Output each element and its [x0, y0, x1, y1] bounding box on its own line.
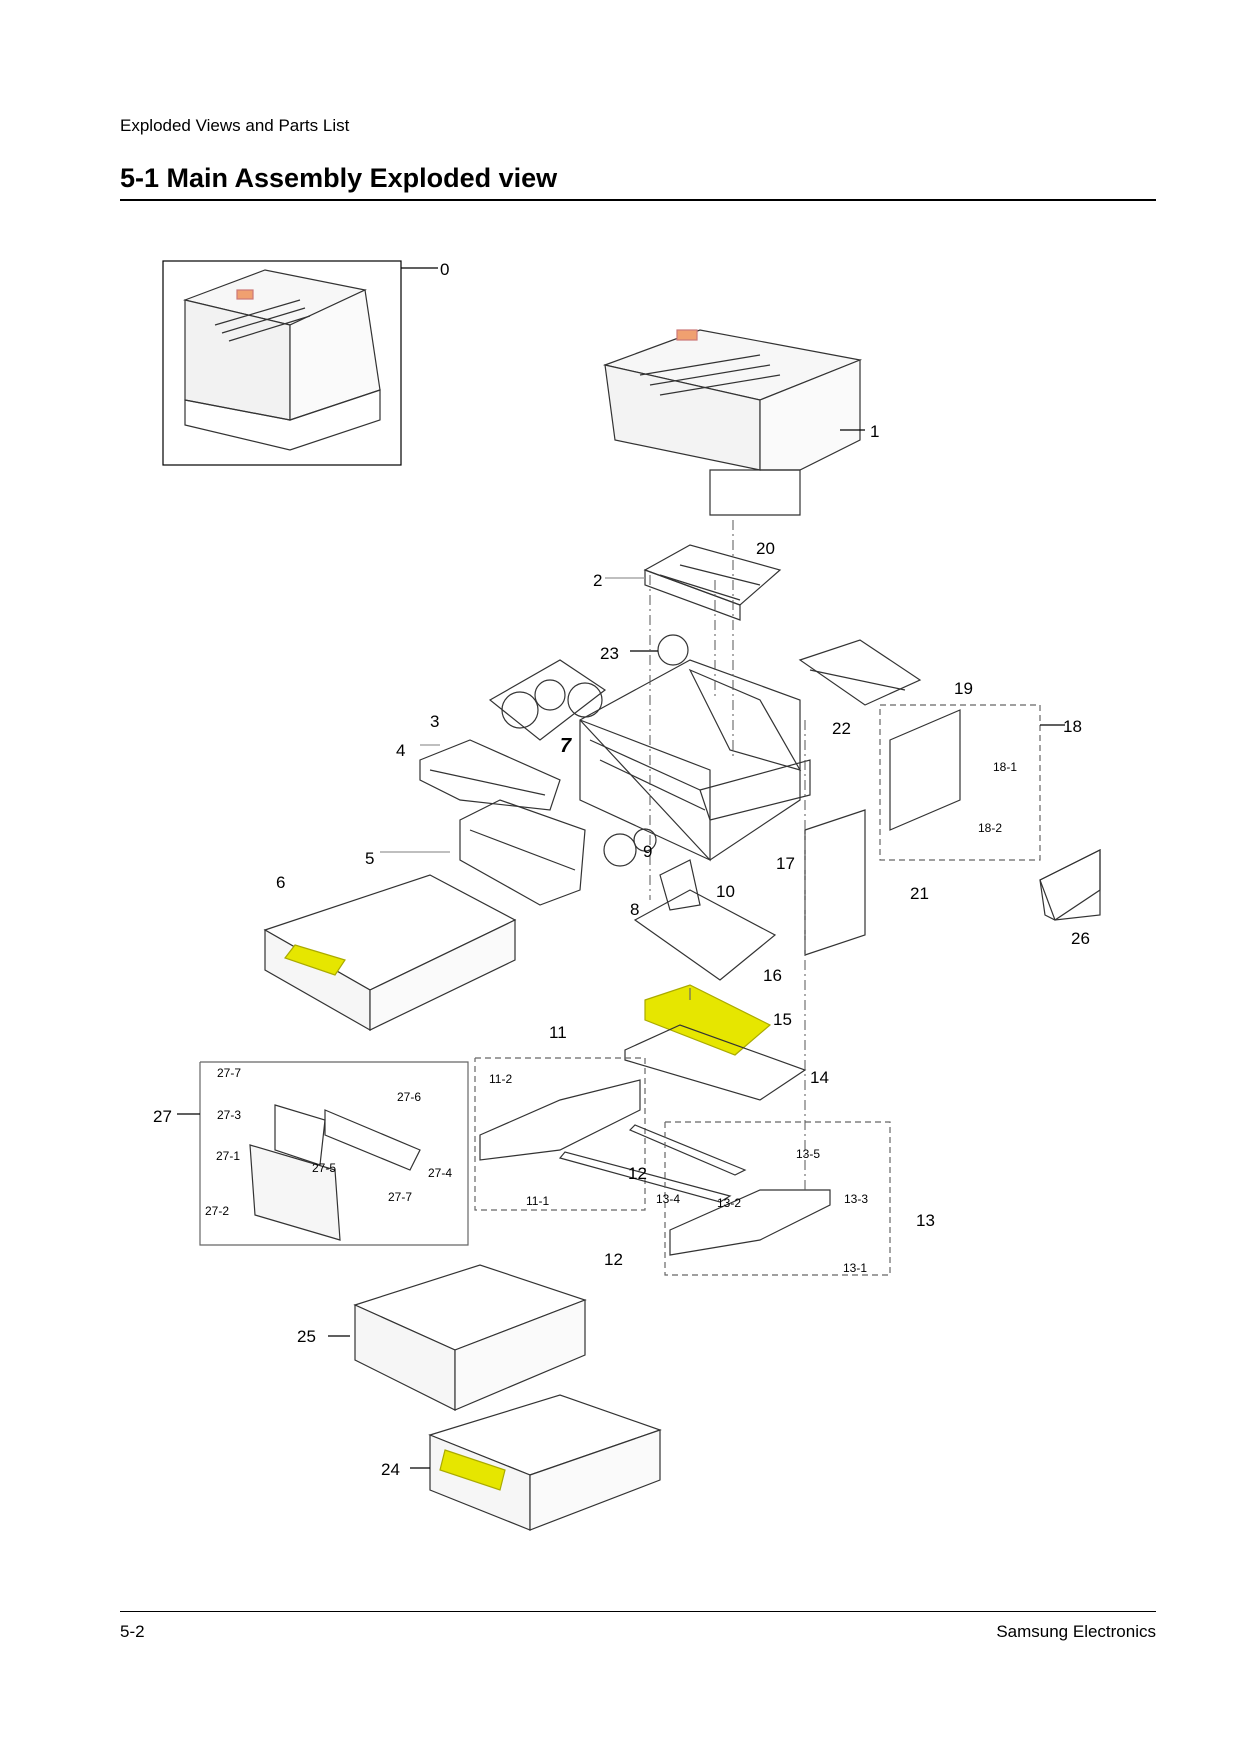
rear-frame-part — [643, 544, 782, 621]
callout-12-lower: 12 — [604, 1250, 623, 1269]
callout-14: 14 — [810, 1068, 829, 1087]
part-24-cassette — [428, 1394, 662, 1531]
callout-6: 6 — [276, 873, 285, 892]
part-27-group — [199, 1061, 469, 1246]
callout-27-3: 27-3 — [217, 1108, 241, 1122]
page-title: 5-1 Main Assembly Exploded view — [120, 163, 558, 193]
callout-18-2: 18-2 — [978, 821, 1002, 835]
section-header: Exploded Views and Parts List — [120, 116, 350, 135]
footer-company: Samsung Electronics — [996, 1622, 1156, 1641]
part-15-highlighted-sheet — [644, 984, 772, 1056]
callout-22: 22 — [832, 719, 851, 738]
callout-13-5: 13-5 — [796, 1147, 820, 1161]
callout-16: 16 — [763, 966, 782, 985]
part-17-shape — [699, 759, 811, 821]
callout-3: 3 — [430, 712, 439, 731]
callout-27-1: 27-1 — [216, 1149, 240, 1163]
callout-10: 10 — [716, 882, 735, 901]
callout-21: 21 — [910, 884, 929, 903]
callout-4: 4 — [396, 741, 405, 760]
fuser-unit-part — [798, 639, 922, 706]
callout-13-4: 13-4 — [656, 1192, 680, 1206]
callout-25: 25 — [297, 1327, 316, 1346]
drive-assembly-part — [488, 659, 607, 741]
callout-13-2: 13-2 — [717, 1196, 741, 1210]
callout-27-6: 27-6 — [397, 1090, 421, 1104]
callout-15: 15 — [773, 1010, 792, 1029]
callout-17: 17 — [776, 854, 795, 873]
callout-13: 13 — [916, 1211, 935, 1230]
callout-0: 0 — [440, 260, 449, 279]
part-11-group — [474, 1057, 646, 1211]
callout-13-1: 13-1 — [843, 1261, 867, 1275]
callout-27-4: 27-4 — [428, 1166, 452, 1180]
callout-19: 19 — [954, 679, 973, 698]
callout-1: 1 — [870, 422, 879, 441]
callout-12-upper: 12 — [628, 1164, 647, 1183]
title-underline — [120, 199, 1156, 201]
callout-18: 18 — [1063, 717, 1082, 736]
callout-11-2: 11-2 — [489, 1072, 512, 1086]
callout-23: 23 — [600, 644, 619, 663]
part-5-shape — [459, 799, 586, 906]
footer-rule — [120, 1611, 1156, 1612]
callout-11-1: 11-1 — [526, 1194, 549, 1208]
callout-2: 2 — [593, 571, 602, 590]
main-frame-part — [579, 659, 802, 862]
callout-8: 8 — [630, 900, 639, 919]
parts-8-9-10-shapes — [603, 828, 701, 911]
callout-7: 7 — [560, 735, 572, 757]
page-number: 5-2 — [120, 1622, 145, 1641]
part-12-rail-upper — [628, 1124, 747, 1176]
laser-unit-part — [419, 739, 561, 811]
part-16-board — [633, 889, 777, 981]
callout-5: 5 — [365, 849, 374, 868]
callout-13-3: 13-3 — [844, 1192, 868, 1206]
callout-26: 26 — [1071, 929, 1090, 948]
callout-18-1: 18-1 — [993, 760, 1017, 774]
callout-27-2: 27-2 — [205, 1204, 229, 1218]
callout-9: 9 — [643, 842, 652, 861]
callout-27-7-top: 27-7 — [217, 1066, 241, 1080]
part-23-shape — [657, 634, 689, 666]
part-18-group — [879, 704, 1041, 861]
assembled-printer-inset — [162, 260, 402, 466]
part-12-rail-lower — [558, 1151, 732, 1203]
part-21-panel — [804, 809, 866, 956]
callout-11: 11 — [549, 1023, 567, 1042]
callout-27-7-bottom: 27-7 — [388, 1190, 412, 1204]
part-13-group — [664, 1121, 891, 1276]
callout-27-5: 27-5 — [312, 1161, 336, 1175]
callout-27: 27 — [153, 1107, 172, 1126]
callout-20: 20 — [756, 539, 775, 558]
top-cover-part — [602, 329, 863, 516]
cassette-tray-part — [263, 874, 517, 1032]
part-25-tray — [353, 1264, 587, 1411]
part-26-panel — [1039, 849, 1101, 921]
callout-24: 24 — [381, 1460, 400, 1479]
